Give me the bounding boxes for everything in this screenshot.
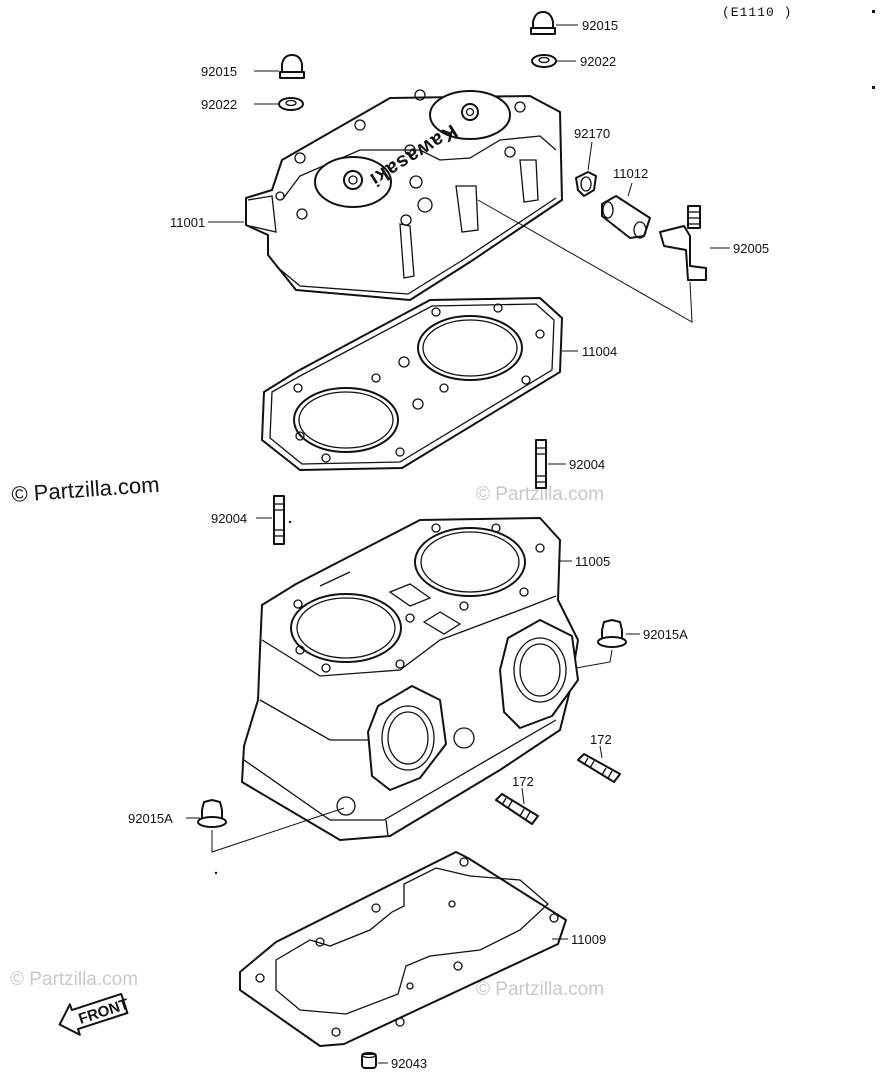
label-92015-left: 92015 <box>201 64 237 79</box>
label-172-upper: 172 <box>590 732 612 747</box>
stud-92004-left[interactable] <box>273 495 285 545</box>
stud-172-upper[interactable] <box>577 753 621 783</box>
washer-92022-top[interactable] <box>531 54 557 68</box>
stud-92004-right[interactable] <box>535 439 547 489</box>
label-92015-top: 92015 <box>582 18 618 33</box>
diagram-code: (E1110 ) <box>722 5 792 20</box>
label-11009: 11009 <box>571 932 606 947</box>
cylinder-head-11001[interactable]: Kawasaki <box>245 89 563 301</box>
elbow-fitting-92005[interactable] <box>659 205 707 281</box>
label-92043: 92043 <box>391 1056 427 1071</box>
label-11005: 11005 <box>575 554 610 569</box>
cap-nut-92015-left[interactable] <box>279 54 305 79</box>
speck-1 <box>214 871 218 875</box>
label-11012: 11012 <box>613 166 648 181</box>
washer-92022-left[interactable] <box>278 97 304 111</box>
corner-mark-2 <box>872 86 875 89</box>
dowel-pin-92043[interactable] <box>361 1051 377 1069</box>
cylinder-block-11005[interactable] <box>241 517 579 841</box>
label-92022-left: 92022 <box>201 97 237 112</box>
fitting-11012[interactable] <box>601 195 651 239</box>
clamp-92170[interactable] <box>575 171 597 197</box>
watermark-faint-2: © Partzilla.com <box>10 969 138 990</box>
label-92170: 92170 <box>574 126 610 141</box>
flange-nut-92015A-left[interactable] <box>197 799 227 828</box>
label-11001: 11001 <box>170 215 205 230</box>
label-92005: 92005 <box>733 241 769 256</box>
stud-172-lower[interactable] <box>495 793 539 825</box>
head-gasket-11004[interactable] <box>261 297 563 471</box>
watermark-faint-3: © Partzilla.com <box>476 979 604 1000</box>
label-92015A-left: 92015A <box>128 811 173 826</box>
flange-nut-92015A-right[interactable] <box>597 619 627 648</box>
cap-nut-92015-top[interactable] <box>530 11 556 35</box>
corner-mark-1 <box>872 10 875 13</box>
watermark-main: © Partzilla.com <box>11 472 161 507</box>
label-172-lower: 172 <box>512 774 534 789</box>
label-11004: 11004 <box>582 344 617 359</box>
speck-2 <box>288 520 292 524</box>
watermark-faint-1: © Partzilla.com <box>476 484 604 505</box>
label-92015A-right: 92015A <box>643 627 688 642</box>
label-92004-left: 92004 <box>211 511 247 526</box>
front-direction-arrow: FRONT <box>58 992 131 1036</box>
label-92022-top: 92022 <box>580 54 616 69</box>
label-92004-right: 92004 <box>569 457 605 472</box>
base-gasket-11009[interactable] <box>239 851 567 1047</box>
